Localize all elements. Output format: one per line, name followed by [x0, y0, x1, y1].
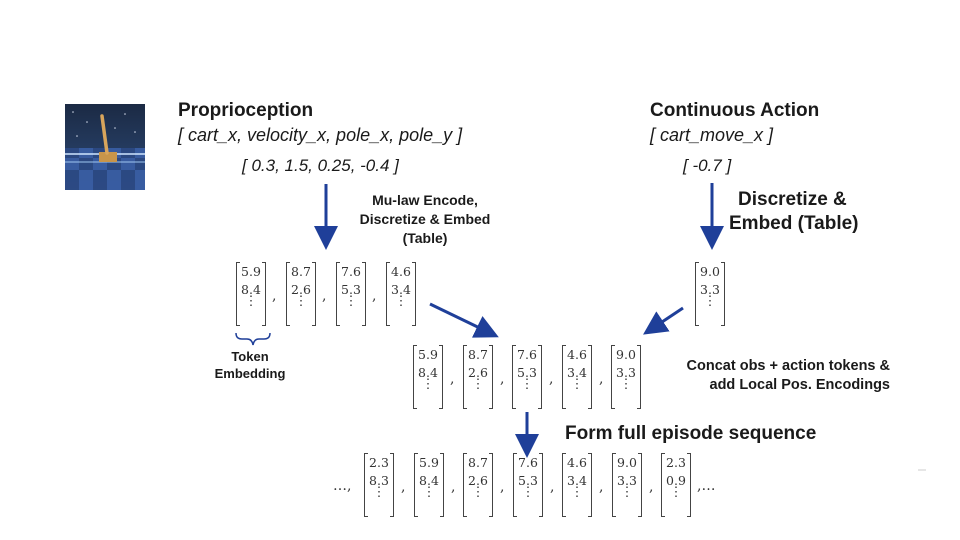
token-value-1: 7.6: [517, 347, 537, 362]
token-value-1: 9.0: [616, 347, 636, 362]
separator-comma: ,: [549, 371, 554, 387]
separator-comma: ,: [401, 479, 406, 495]
token-vdots: ⋮: [669, 485, 683, 500]
token-value-1: 5.9: [241, 264, 261, 279]
token-embedding-label: Token Embedding: [214, 349, 286, 381]
discretize-step-label: Discretize & Embed (Table): [729, 189, 859, 234]
separator-comma: ,: [272, 288, 277, 304]
token-vdots: ⋮: [421, 377, 435, 392]
token-vdots: ⋮: [570, 485, 584, 500]
token-vector: 5.9 8.4⋮: [236, 262, 266, 326]
arrow-action-to-concat: [643, 306, 684, 335]
token-value-2: 8.4: [241, 282, 261, 297]
token-vdots: ⋮: [471, 377, 485, 392]
sequence-ellipsis-left: …,: [333, 478, 352, 494]
token-value-2: 5.3: [341, 282, 361, 297]
token-vdots: ⋮: [372, 485, 386, 500]
token-vector: 7.6 5.3⋮: [513, 453, 543, 517]
token-value-1: 9.0: [617, 455, 637, 470]
separator-comma: ,: [550, 479, 555, 495]
token-value-1: 4.6: [567, 347, 587, 362]
token-value-1: 7.6: [341, 264, 361, 279]
token-value-1: 5.9: [418, 347, 438, 362]
token-value-1: 2.3: [666, 455, 686, 470]
separator-comma: ,: [599, 371, 604, 387]
token-value-2: 8.4: [419, 473, 439, 488]
token-value-1: 5.9: [419, 455, 439, 470]
sequence-ellipsis-right: ,…: [697, 478, 716, 494]
token-vdots: ⋮: [619, 377, 633, 392]
token-vector: 5.9 8.4⋮: [413, 345, 443, 409]
separator-comma: ,: [500, 371, 505, 387]
token-value-1: 8.7: [291, 264, 311, 279]
token-vector: 8.7 2.6⋮: [463, 453, 493, 517]
token-value-2: 3.4: [567, 365, 587, 380]
form-sequence-label: Form full episode sequence: [565, 423, 817, 444]
token-value-2: 5.3: [517, 365, 537, 380]
token-vdots: ⋮: [520, 377, 534, 392]
token-vector: 7.6 5.3⋮: [336, 262, 366, 326]
action-values: [ -0.7 ]: [683, 156, 732, 175]
token-vector: 9.0 3.3⋮: [695, 262, 725, 326]
proprioception-values: [ 0.3, 1.5, 0.25, -0.4 ]: [242, 156, 399, 175]
token-value-1: 8.7: [468, 455, 488, 470]
separator-comma: ,: [451, 479, 456, 495]
token-vector: 9.0 3.3⋮: [611, 345, 641, 409]
token-vdots: ⋮: [471, 485, 485, 500]
token-vdots: ⋮: [521, 485, 535, 500]
token-vector: 4.6 3.4⋮: [562, 345, 592, 409]
token-vector: 8.7 2.6⋮: [463, 345, 493, 409]
token-value-2: 8.3: [369, 473, 389, 488]
token-value-2: 5.3: [518, 473, 538, 488]
token-vdots: ⋮: [394, 294, 408, 309]
token-value-2: 8.4: [418, 365, 438, 380]
proprioception-title: Proprioception: [178, 100, 314, 121]
token-vdots: ⋮: [294, 294, 308, 309]
token-vdots: ⋮: [620, 485, 634, 500]
separator-comma: ,: [322, 288, 327, 304]
token-value-2: 3.4: [391, 282, 411, 297]
action-title: Continuous Action: [650, 100, 820, 121]
separator-comma: ,: [372, 288, 377, 304]
token-vdots: ⋮: [244, 294, 258, 309]
token-value-1: 2.3: [369, 455, 389, 470]
token-vector: 4.6 3.4⋮: [562, 453, 592, 517]
separator-comma: ,: [450, 371, 455, 387]
concat-step-label: Concat obs + action tokens & add Local P…: [686, 358, 890, 393]
token-vector: 4.6 3.4⋮: [386, 262, 416, 326]
token-vector: 2.3 8.3⋮: [364, 453, 394, 517]
token-vdots: ⋮: [703, 294, 717, 309]
token-value-1: 8.7: [468, 347, 488, 362]
token-value-1: 7.6: [518, 455, 538, 470]
token-value-2: 2.6: [468, 473, 488, 488]
token-vector: 7.6 5.3⋮: [512, 345, 542, 409]
mulaw-step-label: Mu-law Encode, Discretize & Embed (Table…: [359, 192, 491, 246]
separator-comma: ,: [649, 479, 654, 495]
token-embedding-brace: [235, 332, 271, 346]
token-vector: 9.0 3.3⋮: [612, 453, 642, 517]
proprioception-fields: [ cart_x, velocity_x, pole_x, pole_y ]: [178, 125, 463, 145]
separator-comma: ,: [599, 479, 604, 495]
token-value-2: 2.6: [291, 282, 311, 297]
action-fields: [ cart_move_x ]: [650, 125, 774, 145]
token-value-1: 4.6: [391, 264, 411, 279]
token-vector: 2.3 0.9⋮: [661, 453, 691, 517]
token-value-2: 3.4: [567, 473, 587, 488]
token-value-1: 4.6: [567, 455, 587, 470]
token-value-2: 3.3: [700, 282, 720, 297]
token-vdots: ⋮: [344, 294, 358, 309]
token-value-2: 0.9: [666, 473, 686, 488]
token-vdots: ⋮: [570, 377, 584, 392]
token-vector: 8.7 2.6⋮: [286, 262, 316, 326]
separator-comma: ,: [500, 479, 505, 495]
token-value-2: 3.3: [616, 365, 636, 380]
arrow-obs-to-concat: [429, 302, 499, 338]
token-value-2: 3.3: [617, 473, 637, 488]
token-vector: 5.9 8.4⋮: [414, 453, 444, 517]
token-value-1: 9.0: [700, 264, 720, 279]
token-vdots: ⋮: [422, 485, 436, 500]
token-value-2: 2.6: [468, 365, 488, 380]
